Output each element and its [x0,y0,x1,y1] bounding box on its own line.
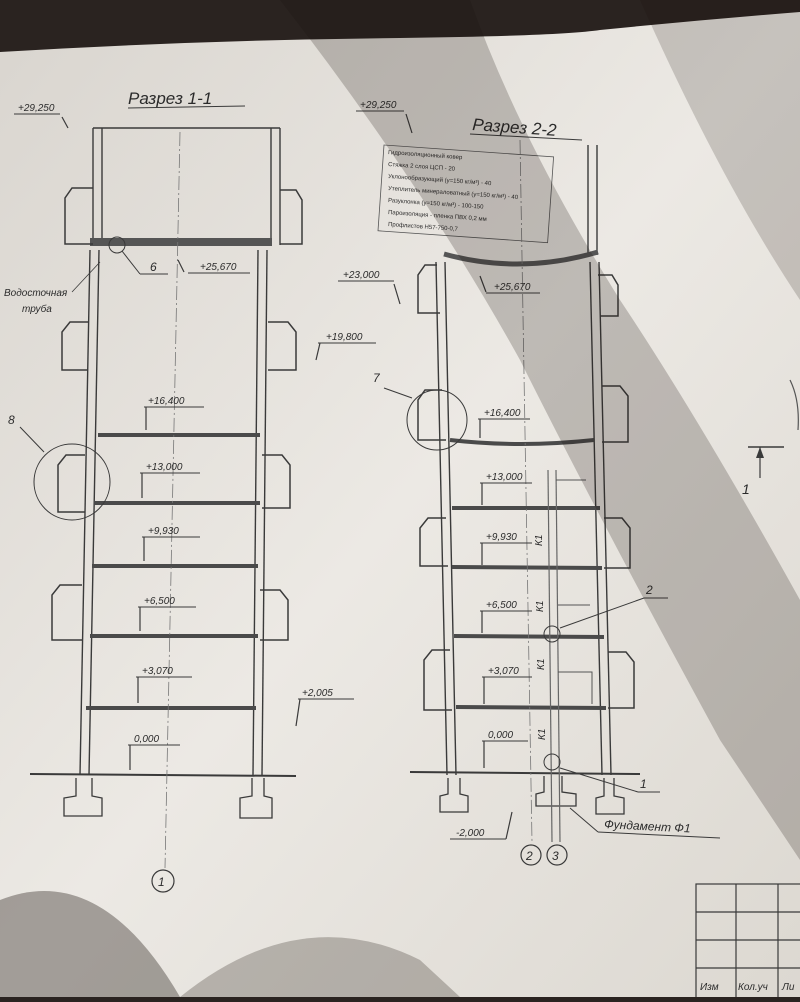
foundations-2 [439,776,625,815]
section-1-title: Разрез 1-1 [128,89,212,108]
levels-1: +25,670 +19,800 +16,400 +13,000 +9,930 +… [128,259,376,770]
title-block-koluch: Кол.уч [738,982,768,993]
svg-text:+19,800: +19,800 [326,332,363,343]
axis-1-label: 1 [158,875,165,889]
top-mark-2: +29,250 [360,100,397,111]
foundation-label: Фундамент Ф1 [604,817,691,836]
node-8-circle [33,443,111,521]
svg-text:К1: К1 [537,729,548,740]
walls-1 [79,127,281,776]
svg-text:+2,005: +2,005 [302,688,333,699]
svg-text:0,000: 0,000 [488,730,513,741]
title-block-li: Ли [781,982,795,993]
svg-text:1: 1 [742,481,750,497]
svg-text:К1: К1 [536,659,547,670]
column-marks: К1 К1 К1 К1 [534,535,548,740]
node-7-label: 7 [373,371,381,385]
axis-2-label: 2 [525,849,533,863]
node-8-label: 8 [8,413,15,427]
svg-text:+23,000: +23,000 [343,270,380,281]
foundations-1 [63,778,273,819]
roof-slab-1 [90,238,272,246]
svg-text:К1: К1 [534,535,545,546]
roof-slab-2 [443,249,599,267]
node-6-label: 6 [150,260,157,274]
node-7-circle [406,389,468,451]
svg-text:+9,930: +9,930 [148,526,179,537]
node-2-label: 2 [645,583,653,597]
paper-sheet [0,12,800,997]
balconies-1 [51,187,303,641]
axis-2-bubble [520,844,542,866]
svg-text:+9,930: +9,930 [486,532,517,543]
title-block-izm: Изм [700,982,719,993]
node-1-label: 1 [640,777,647,791]
svg-text:К1: К1 [535,601,546,612]
svg-text:0,000: 0,000 [134,734,159,745]
svg-text:+13,000: +13,000 [486,472,523,483]
levels-2: +23,000 +25,670 +16,400 +13,000 +9,930 +… [338,270,540,840]
ground-line-2 [409,771,641,775]
ground-line-1 [29,773,297,777]
svg-text:Стяжка 2 слоя ЦСП - 20: Стяжка 2 слоя ЦСП - 20 [388,162,456,173]
svg-text:+25,670: +25,670 [200,262,237,273]
floor-slabs-1 [86,433,260,710]
axis-3-bubble [546,844,568,866]
drainpipe-label-1: Водосточная [4,288,68,299]
axis-3-label: 3 [552,849,559,863]
node-6-circle [108,236,126,254]
title-block [695,883,800,1002]
svg-text:+25,670: +25,670 [494,282,531,293]
top-mark-1: +29,250 [18,103,55,114]
section-1-1: Разрез 1-1 +29,250 [4,89,376,893]
svg-text:+16,400: +16,400 [148,396,185,407]
balconies-2 [417,264,635,711]
svg-text:+6,500: +6,500 [144,596,175,607]
svg-text:+13,000: +13,000 [146,462,183,473]
drainpipe-label-2: труба [22,303,52,315]
axis-1-bubble [151,869,175,893]
node-2-circle [543,625,561,643]
svg-text:+6,500: +6,500 [486,600,517,611]
node-1-circle [543,753,561,771]
section-marker-1: 1 [742,379,799,497]
svg-text:+3,070: +3,070 [142,666,173,677]
svg-text:-2,000: -2,000 [456,828,485,839]
floor-slabs-2 [449,438,607,710]
svg-text:Профлистов Н57-750-0,7: Профлистов Н57-750-0,7 [388,222,459,233]
svg-text:+16,400: +16,400 [484,408,521,419]
svg-text:+3,070: +3,070 [488,666,519,677]
